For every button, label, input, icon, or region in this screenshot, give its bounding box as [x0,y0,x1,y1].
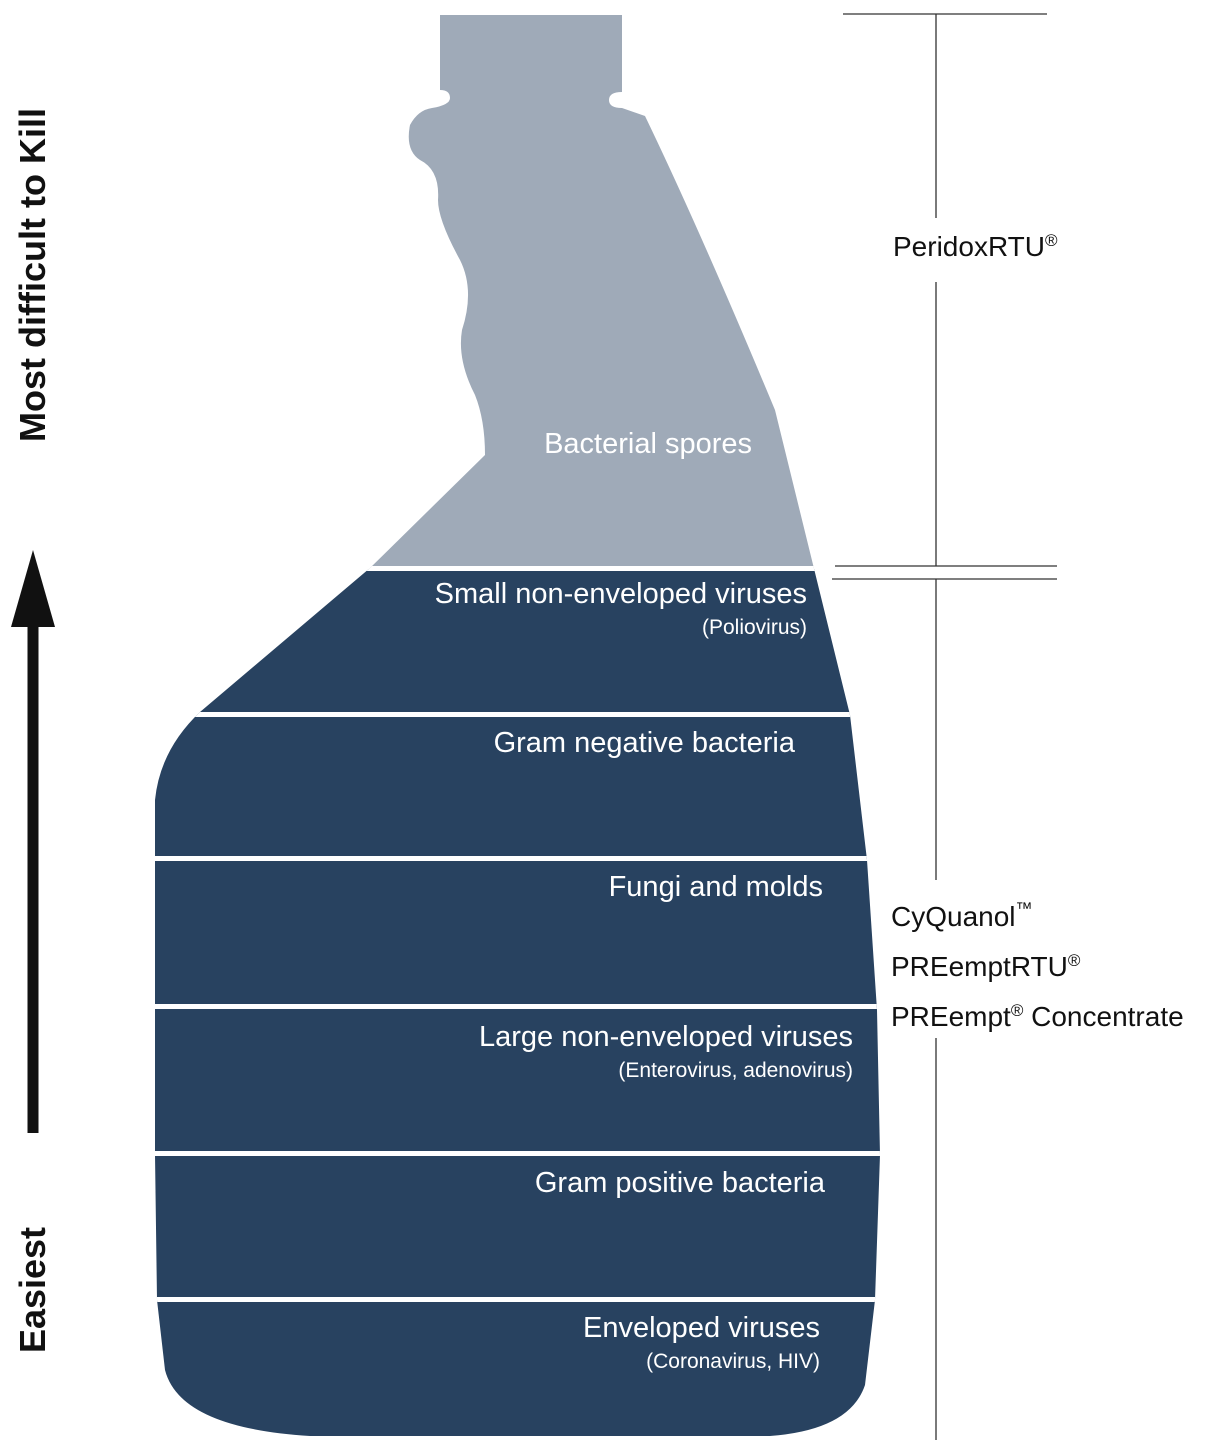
product-preempt-concentrate: PREempt® Concentrate [891,1001,1184,1032]
product-peridoxrtu: PeridoxRTU® [893,231,1058,262]
layer-label-small-non-enveloped-viruses: Small non-enveloped viruses [435,578,807,610]
layer-divider [155,1297,880,1302]
layer-divider [155,712,880,717]
layer-dividers [155,566,880,1302]
axis-label-easiest: Easiest [12,1227,53,1353]
layer-divider [155,856,880,861]
layer-label-enveloped-viruses: Enveloped viruses [583,1312,820,1344]
layer-divider [155,566,880,571]
axis-label-most-difficult: Most difficult to Kill [12,108,53,442]
layer-label-large-non-enveloped-viruses: Large non-enveloped viruses [479,1021,853,1053]
layer-divider [155,1004,880,1009]
layer-sublabel-enterovirus-adenovirus: (Enterovirus, adenovirus) [618,1059,853,1082]
layer-label-gram-positive-bacteria: Gram positive bacteria [535,1167,826,1199]
layer-sublabel-coronavirus-hiv: (Coronavirus, HIV) [646,1350,820,1373]
bottle-spores-region [155,15,880,569]
layer-label-fungi-and-molds: Fungi and molds [609,871,823,903]
product-preemptrtu: PREemptRTU® [891,951,1081,982]
product-bracket-bottom [832,578,1057,1440]
layer-label-bacterial-spores: Bacterial spores [544,428,752,460]
arrow-head [11,550,55,627]
layer-divider [155,1151,880,1156]
layer-sublabel-poliovirus: (Poliovirus) [702,616,807,639]
product-cyquanol: CyQuanol™ [891,899,1033,932]
difficulty-arrow [11,550,55,1133]
product-bracket-top [835,13,1057,567]
layer-labels: Bacterial spores Small non-enveloped vir… [435,428,853,1373]
layer-label-gram-negative-bacteria: Gram negative bacteria [494,727,796,759]
